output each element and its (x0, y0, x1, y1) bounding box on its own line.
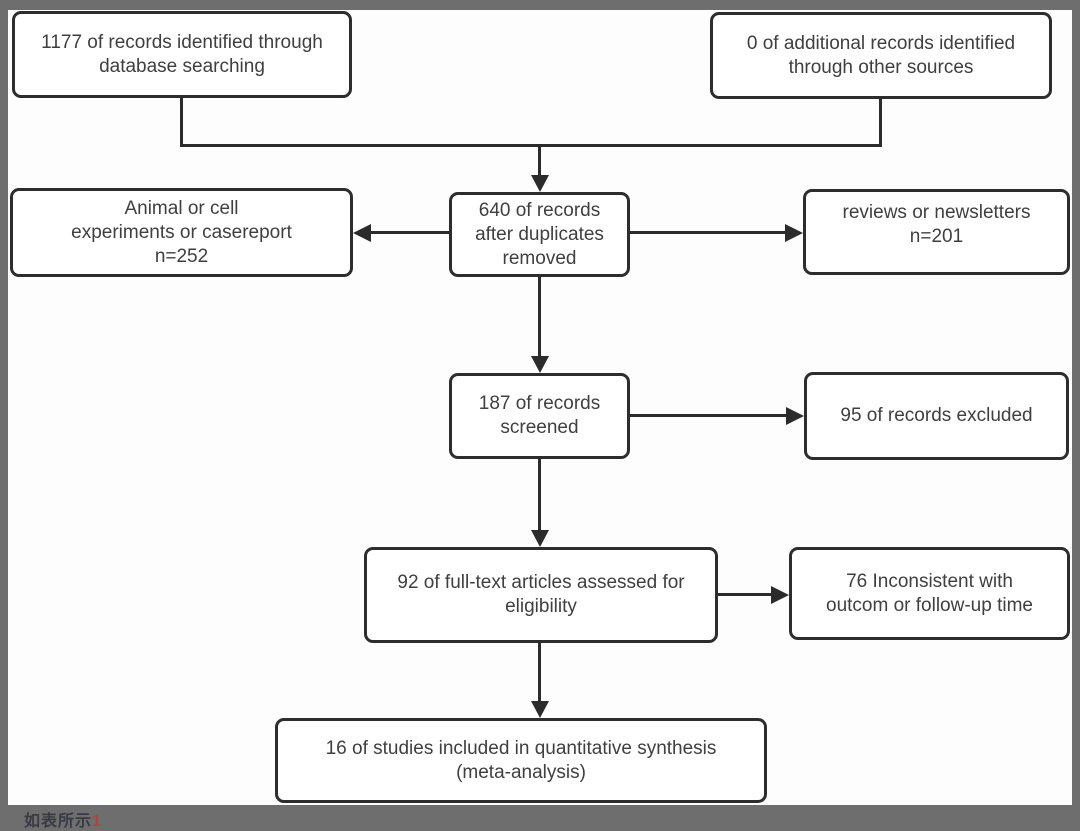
arrowhead-down-screened (531, 356, 549, 373)
connector-to-fulltext (538, 459, 541, 532)
flow-box-records-screened: 187 of records screened (449, 373, 630, 459)
connector-to-excluded (630, 414, 787, 417)
flow-box-records-identified: 1177 of records identified through datab… (12, 11, 352, 98)
connector-to-screened (538, 277, 541, 358)
arrowhead-down-fulltext (531, 530, 549, 547)
flow-box-duplicates-removed: 640 of records after duplicates removed (449, 192, 630, 277)
connector-additional-drop (879, 97, 882, 147)
connector-to-reviews (630, 231, 786, 234)
connector-merge-drop (538, 144, 541, 177)
flow-box-included-quantitative: 16 of studies included in quantitative s… (275, 718, 767, 803)
flow-box-inconsistent-excluded: 76 Inconsistent with outcom or follow-up… (789, 547, 1070, 640)
figure-caption-text: 如表所示 (24, 813, 93, 830)
arrowhead-down-duplicates (531, 175, 549, 192)
figure-caption: 如表所示1 (24, 807, 102, 831)
flow-box-reviews-newsletters-excluded: reviews or newsletters n=201 (803, 189, 1070, 275)
arrowhead-right-excluded (786, 407, 804, 425)
flow-box-records-excluded: 95 of records excluded (804, 372, 1069, 460)
arrowhead-left-animal (353, 224, 371, 242)
connector-to-animal (371, 231, 449, 234)
arrowhead-right-inconsistent (771, 586, 789, 604)
connector-merge-horizontal (180, 144, 882, 147)
flow-box-additional-records: 0 of additional records identified throu… (710, 12, 1052, 99)
flow-box-animal-cell-excluded: Animal or cell experiments or casereport… (10, 188, 353, 277)
connector-to-included (538, 643, 541, 703)
arrowhead-down-included (531, 701, 549, 718)
figure-caption-number: 1 (92, 813, 102, 830)
arrowhead-right-reviews (785, 224, 803, 242)
connector-identified-drop (180, 97, 183, 147)
flow-box-fulltext-assessed: 92 of full-text articles assessed for el… (364, 547, 718, 643)
connector-to-inconsistent (718, 593, 772, 596)
